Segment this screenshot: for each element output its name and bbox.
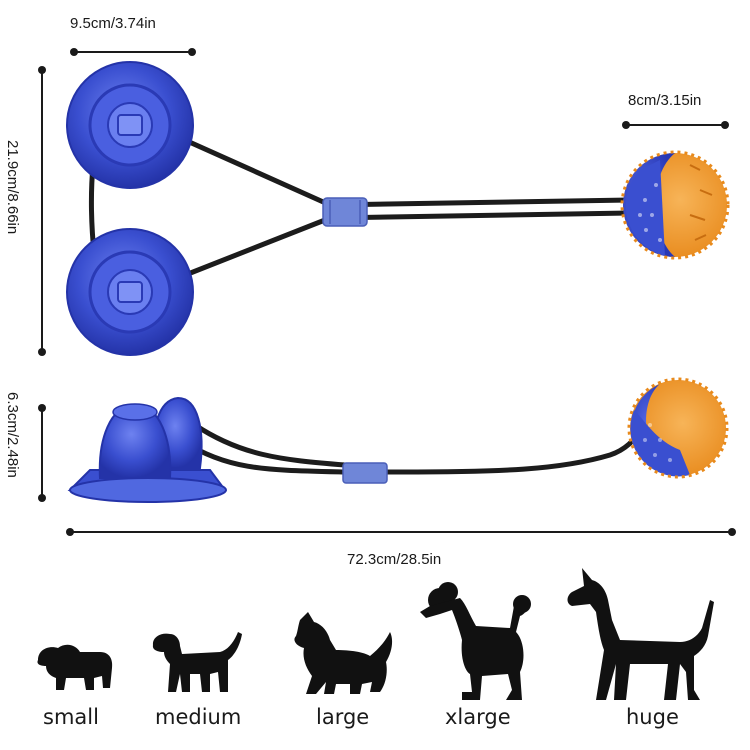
top-height-dimension: 21.9cm/8.66in: [4, 66, 46, 356]
small-dog-icon: [37, 644, 113, 690]
size-label-large: large: [316, 705, 369, 729]
side-suction-cups: [67, 396, 227, 503]
chew-ball-top: [620, 150, 730, 260]
top-height-label: 21.9cm/8.66in: [4, 140, 21, 234]
medium-dog-icon: [152, 632, 242, 692]
top-view-product: [66, 61, 730, 356]
side-height-label: 6.3cm/2.48in: [4, 392, 21, 478]
size-label-small: small: [43, 705, 99, 729]
chew-ball-side: [627, 377, 729, 479]
rope-sleeve: [322, 197, 368, 227]
dog-size-chart: [37, 568, 714, 700]
side-height-dimension: 6.3cm/2.48in: [4, 392, 46, 502]
dog-size-labels: small medium large xlarge huge: [43, 705, 679, 729]
xlarge-dog-icon: [420, 582, 531, 700]
side-rope-sleeve: [342, 462, 388, 484]
suction-cup-bottom: [66, 228, 194, 356]
side-view-product: [67, 377, 729, 503]
size-label-xlarge: xlarge: [445, 705, 511, 729]
large-dog-icon: [294, 612, 393, 694]
size-label-huge: huge: [626, 705, 679, 729]
size-label-medium: medium: [155, 705, 241, 729]
ball-diameter-label: 8cm/3.15in: [628, 92, 701, 109]
huge-dog-icon: [567, 568, 714, 700]
cup-width-dimension: 9.5cm/3.74in: [70, 15, 196, 56]
suction-cup-top: [66, 61, 194, 189]
cup-width-label: 9.5cm/3.74in: [70, 15, 156, 32]
ball-diameter-dimension: 8cm/3.15in: [622, 92, 729, 129]
total-length-dimension: 72.3cm/28.5in: [66, 528, 736, 568]
side-view-rope: [177, 422, 643, 475]
total-length-label: 72.3cm/28.5in: [347, 551, 441, 568]
